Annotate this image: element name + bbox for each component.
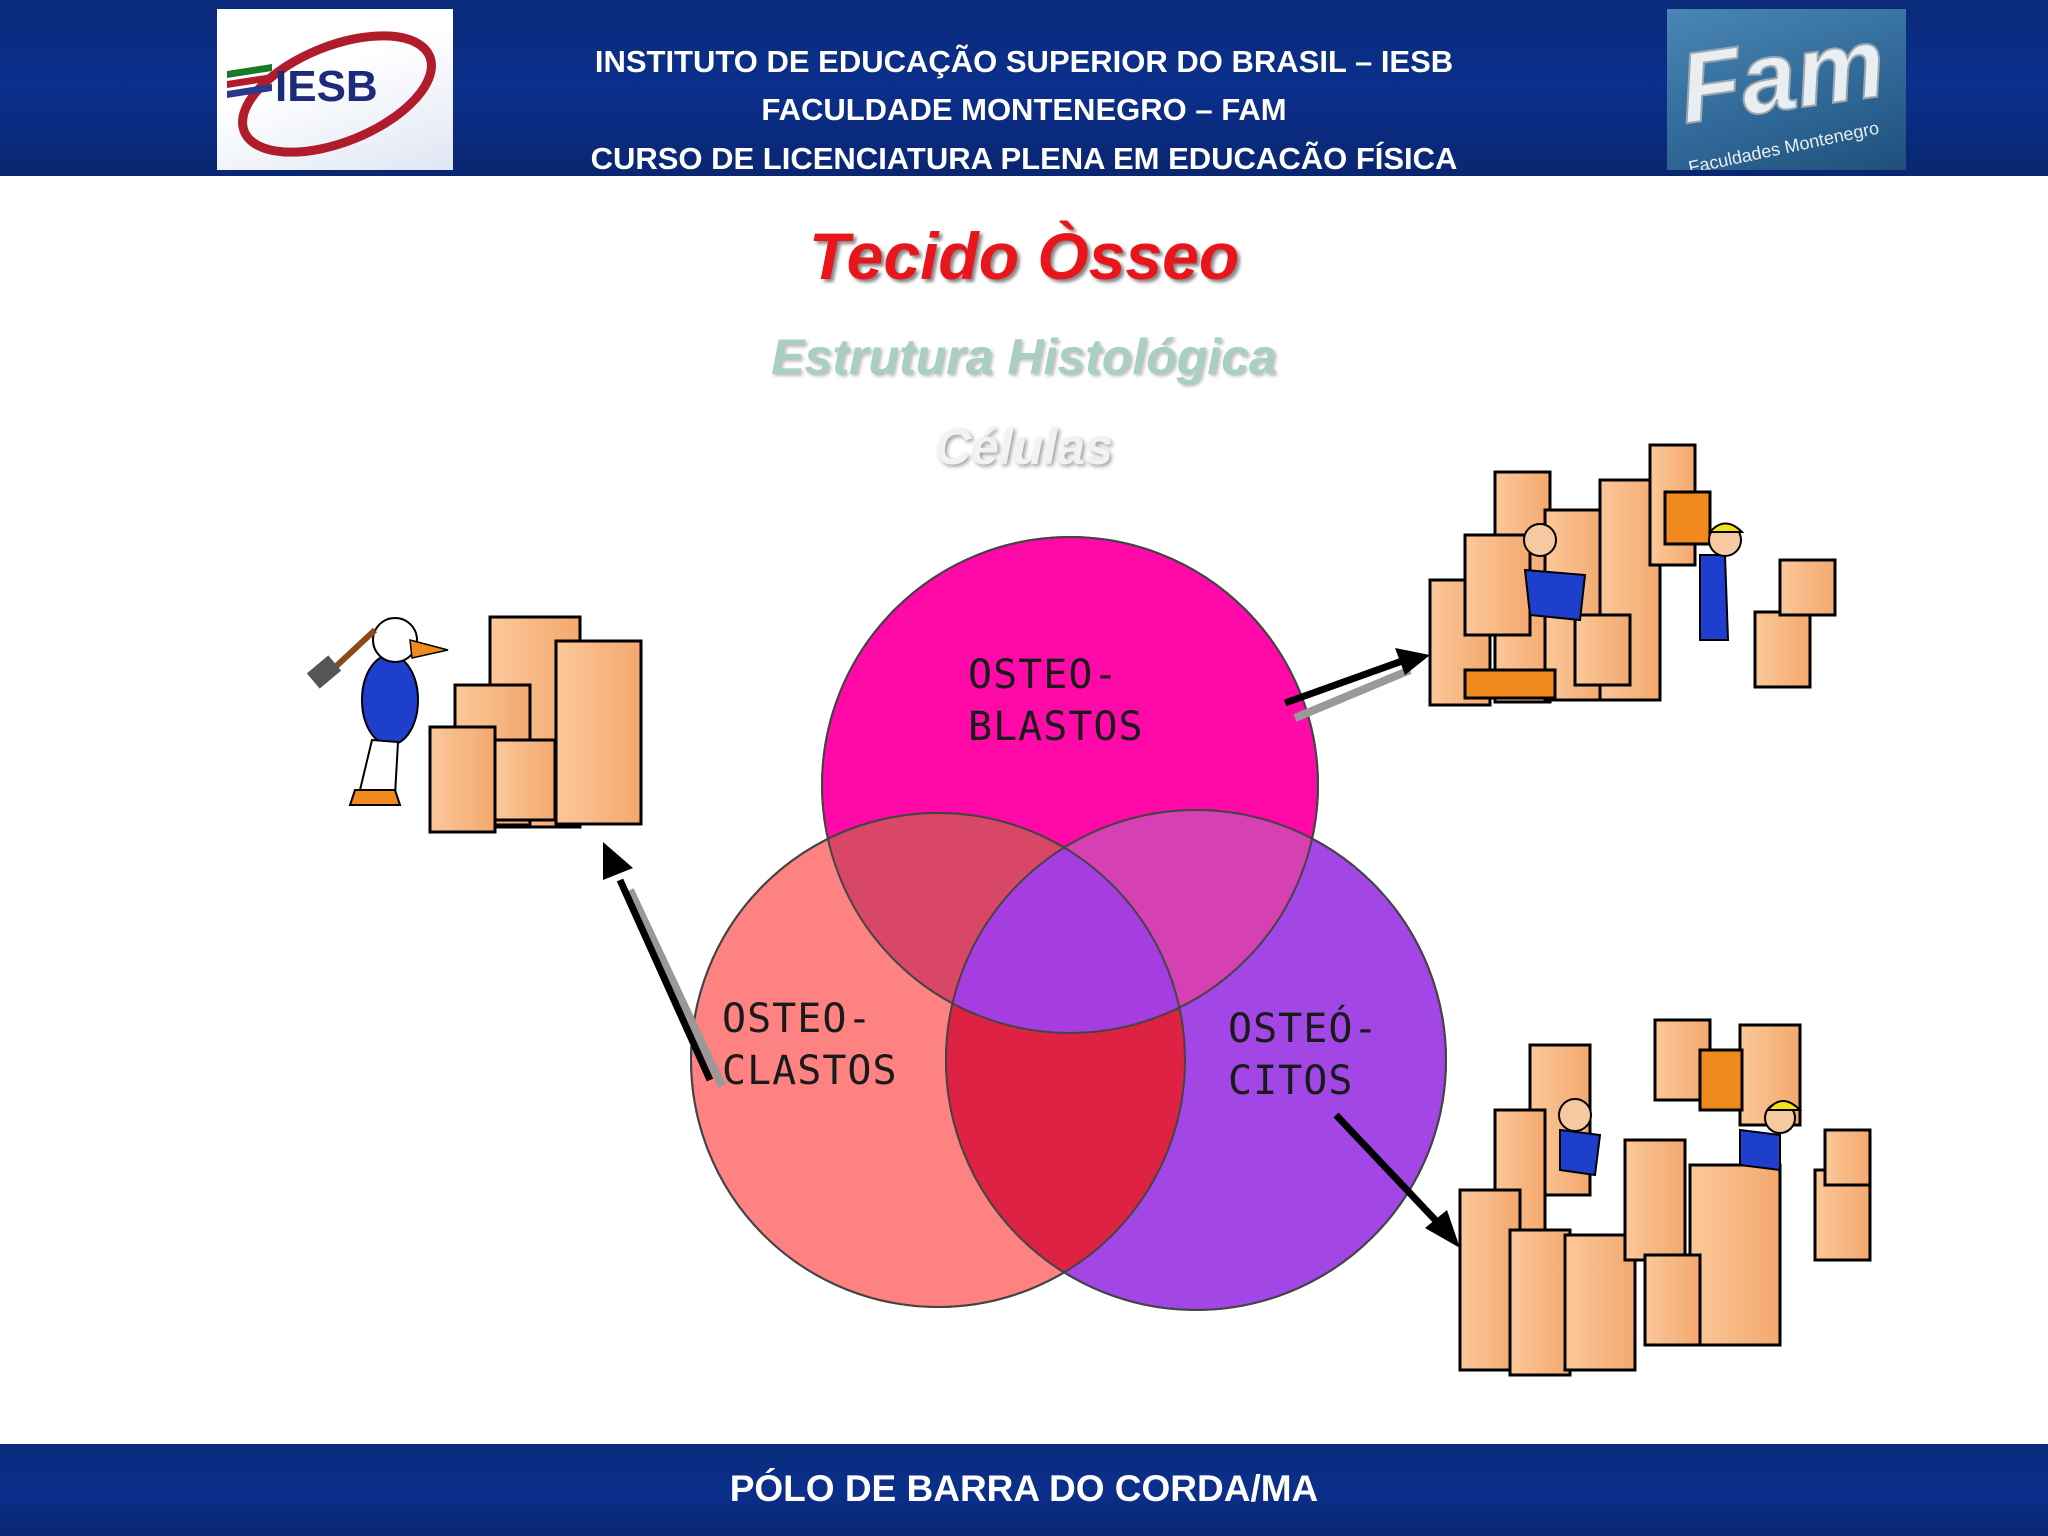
osteoblastos-label-1: OSTEO- (968, 652, 1119, 698)
osteocitos-label-2: CITOS (1228, 1058, 1353, 1104)
header-faculty: FACULDADE MONTENEGRO – FAM (761, 92, 1287, 127)
osteoclastos-label-2: CLASTOS (722, 1048, 898, 1094)
builders-clipart-icon (1428, 443, 1837, 707)
iesb-logo-text: IESB (275, 62, 378, 111)
overlap-center (946, 813, 1185, 1033)
demolisher-clipart-icon (306, 615, 643, 834)
osteocitos-label-1: OSTEÓ- (1228, 1004, 1379, 1052)
slide-section: Células (935, 419, 1113, 475)
fam-logo: Fam Faculdades Montenegro (1667, 9, 1906, 170)
header-institution: INSTITUTO DE EDUCAÇÃO SUPERIOR DO BRASIL… (594, 44, 1454, 79)
footer-location: PÓLO DE BARRA DO CORDA/MA (729, 1468, 1319, 1509)
osteoblastos-label-2: BLASTOS (968, 704, 1144, 750)
iesb-logo: IESB (217, 9, 453, 170)
slide-subtitle: Estrutura Histológica (771, 329, 1277, 385)
header-banner: IESB INSTITUTO DE EDUCAÇÃO SUPERIOR DO B… (0, 0, 2048, 176)
arrow-to-builders-icon (1283, 648, 1430, 722)
arrow-to-trapped-workers-icon (1333, 1112, 1460, 1248)
footer-banner: PÓLO DE BARRA DO CORDA/MA (0, 1444, 2048, 1536)
fam-logo-text: Fam (1672, 9, 1891, 145)
osteoclastos-label-1: OSTEO- (722, 996, 873, 1042)
header-course: CURSO DE LICENCIATURA PLENA EM EDUCACÃO … (590, 141, 1458, 176)
trapped-workers-clipart-icon (1458, 1018, 1872, 1377)
arrow-to-demolisher-icon (603, 842, 726, 1088)
slide-title: Tecido Òsseo (808, 219, 1240, 293)
